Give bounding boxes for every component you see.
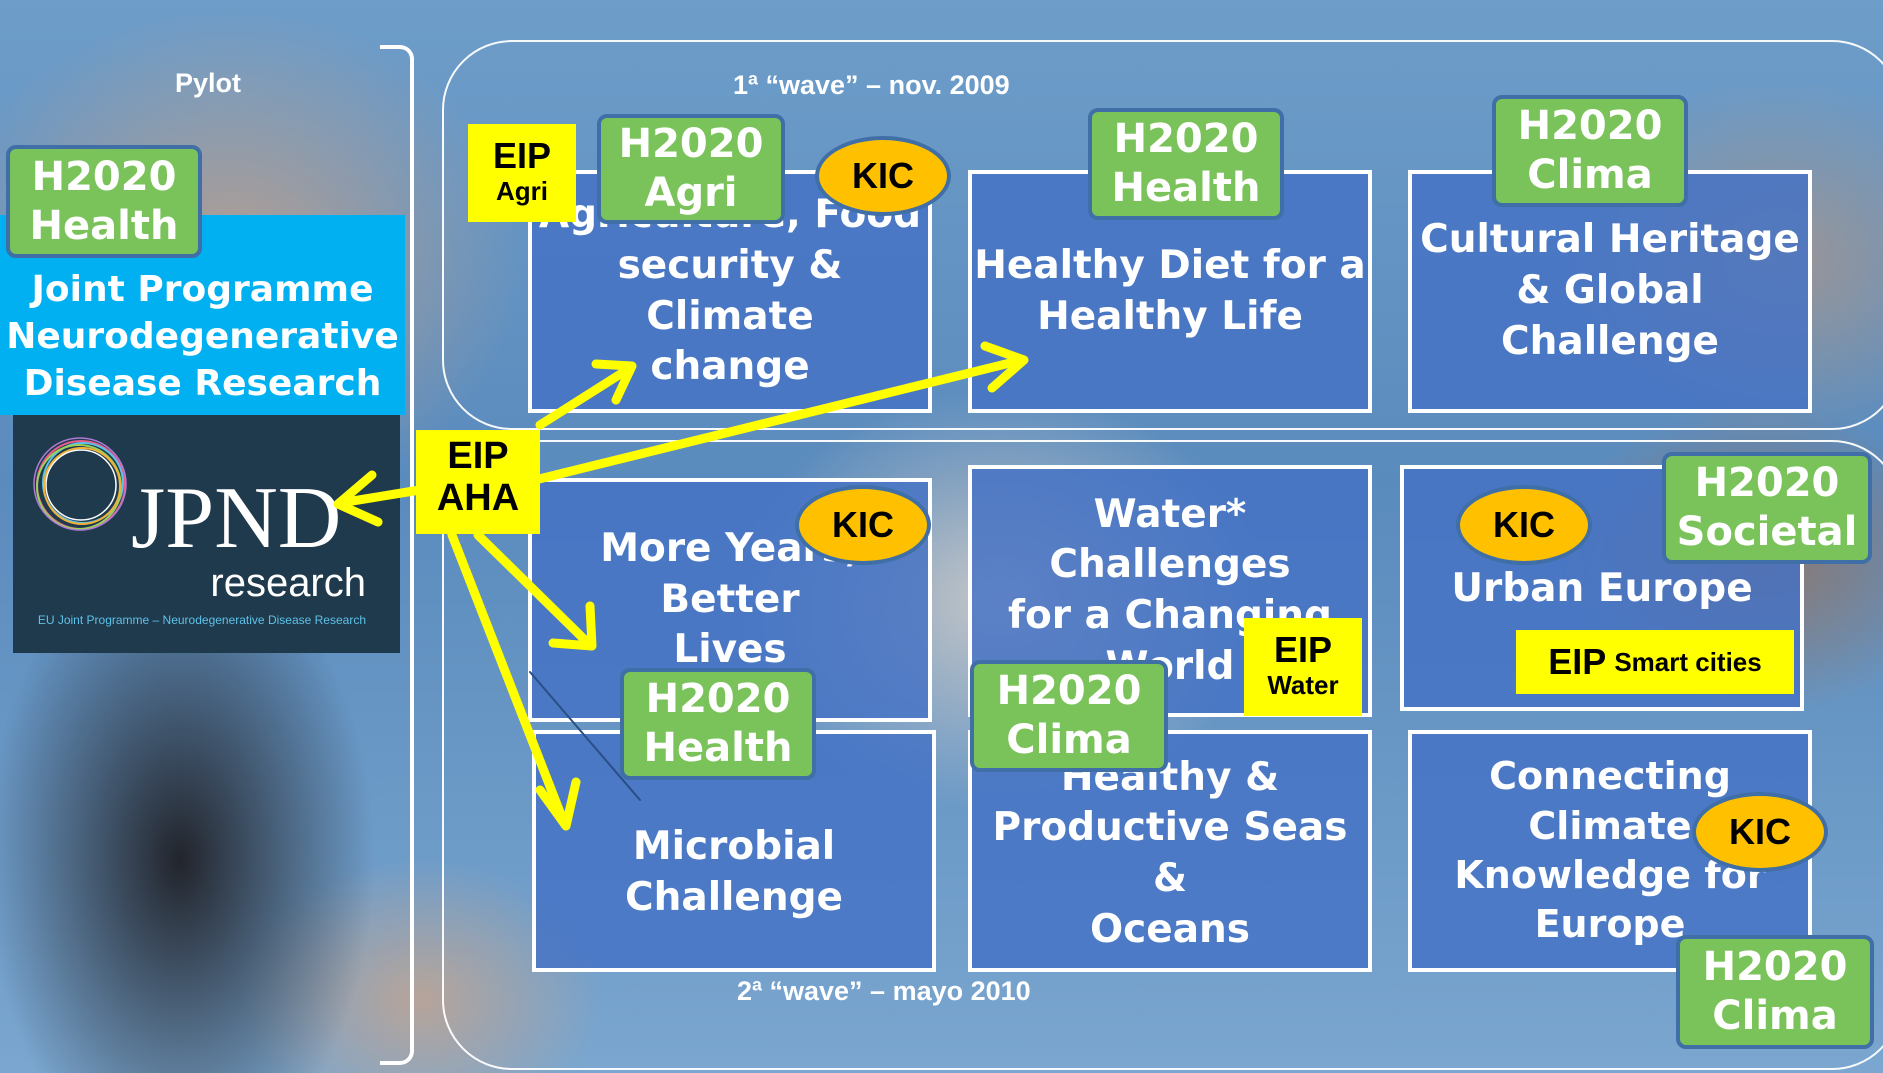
thin-connector	[529, 671, 641, 801]
h2020-clima-top: H2020 Clima	[1492, 95, 1688, 207]
kic-climate: KIC	[1692, 792, 1828, 872]
box-healthy-diet-text: Healthy Diet for a Healthy Life	[974, 242, 1366, 339]
arrow-to-more-years	[473, 530, 597, 651]
eip-water-sub: Water	[1267, 669, 1339, 700]
eip-agri-sub: Agri	[496, 175, 548, 206]
box-microbial-text: Microbial Challenge	[624, 824, 844, 920]
eip-agri: EIP Agri	[468, 124, 576, 222]
eip-water: EIP Water	[1244, 618, 1362, 716]
jpnd-logo: JPND research EU Joint Programme – Neuro…	[13, 415, 400, 653]
jpnd-logo-subtitle: research	[210, 561, 366, 605]
jpnd-panel-text: Joint Programme Neurodegenerative Diseas…	[6, 269, 399, 404]
arrow-to-agriculture	[535, 359, 637, 430]
eip-smart-sub: Smart cities	[1614, 646, 1762, 677]
eip-water-main: EIP	[1273, 629, 1333, 670]
eip-aha: EIP AHA	[416, 430, 540, 534]
wave2-label: 2ª “wave” – mayo 2010	[737, 976, 1031, 1006]
eip-smart-main: EIP	[1548, 641, 1607, 682]
box-cultural-heritage: Cultural Heritage & Global Challenge	[1408, 170, 1812, 413]
eip-aha-sub: AHA	[436, 476, 520, 519]
box-water-text: Water* Challenges for a Changing World	[1008, 491, 1332, 689]
jpnd-panel: Joint Programme Neurodegenerative Diseas…	[0, 215, 405, 415]
arrow-to-healthy-diet	[530, 341, 1029, 485]
h2020-clima-bottom: H2020 Clima	[1676, 935, 1874, 1049]
h2020-health-mid: H2020 Health	[620, 668, 816, 780]
wave1-label: 1ª “wave” – nov. 2009	[733, 70, 1010, 100]
h2020-health-left: H2020 Health	[6, 145, 202, 258]
eip-aha-main: EIP	[447, 435, 509, 477]
eip-agri-main: EIP	[492, 135, 552, 176]
jpnd-circle-icon	[33, 437, 127, 531]
kic-agri: KIC	[815, 136, 951, 216]
jpnd-logo-title: JPND	[131, 470, 342, 567]
h2020-health-top: H2020 Health	[1088, 108, 1284, 220]
box-cultural-heritage-text: Cultural Heritage & Global Challenge	[1420, 217, 1800, 364]
eip-smart-cities: EIP Smart cities	[1516, 630, 1794, 694]
kic-more-years: KIC	[795, 485, 931, 565]
h2020-clima-mid: H2020 Clima	[970, 660, 1168, 772]
h2020-agri: H2020 Agri	[597, 114, 785, 224]
box-urban-europe-text: Urban Europe	[1451, 566, 1753, 611]
arrow-to-microbial	[447, 530, 581, 831]
wave1-frame	[442, 40, 1883, 430]
jpnd-logo-caption: EU Joint Programme – Neurodegenerative D…	[37, 613, 366, 627]
pilot-label: Pylot	[175, 68, 242, 98]
box-connecting-climate-text: Connecting Climate Knowledge for Europe	[1454, 754, 1766, 947]
wave2-frame	[442, 440, 1883, 1070]
arrow-to-jpnd	[333, 470, 425, 527]
h2020-societal: H2020 Societal	[1662, 452, 1872, 564]
pilot-bracket	[380, 45, 414, 1065]
kic-urban: KIC	[1456, 485, 1592, 565]
